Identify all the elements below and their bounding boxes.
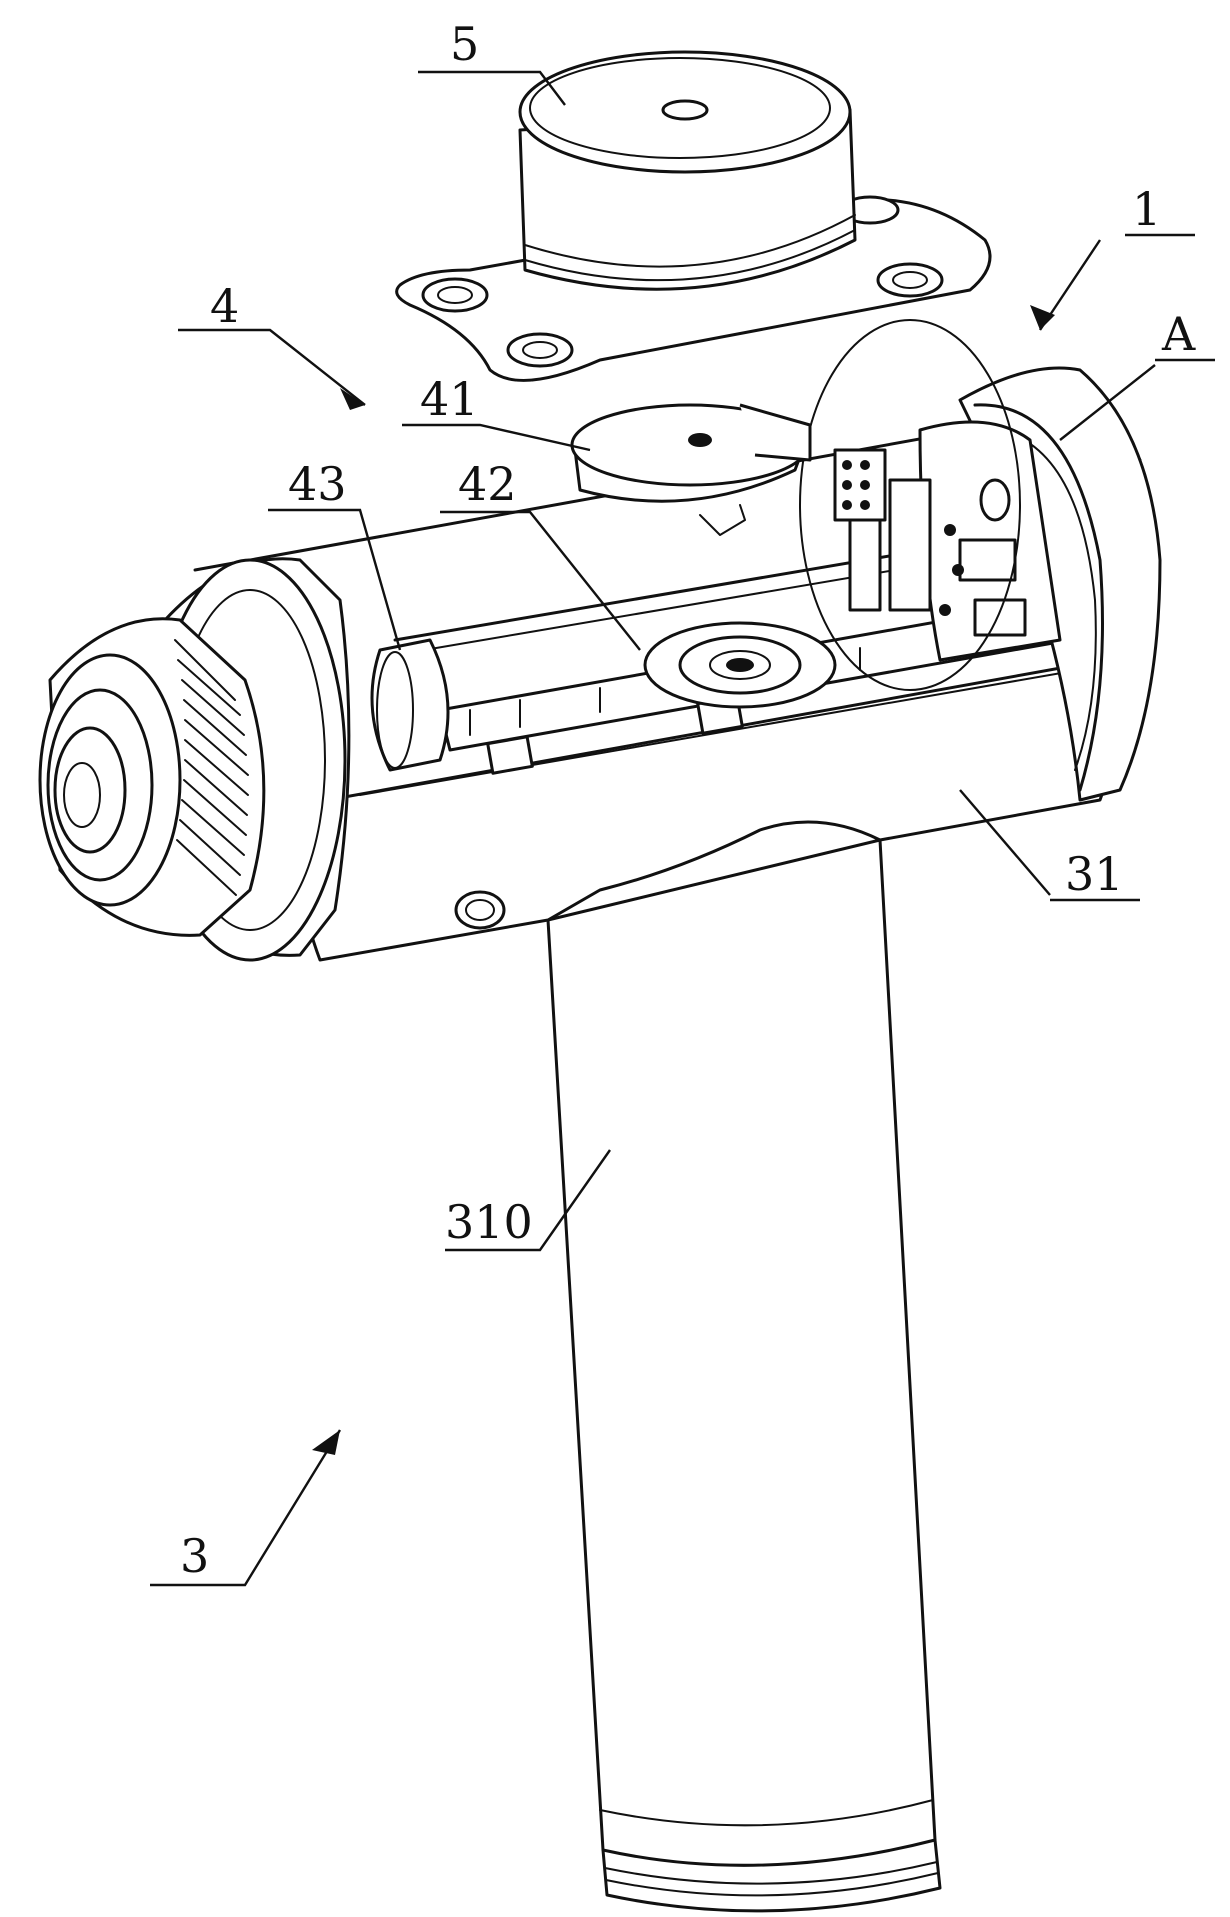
rear-circuit-board bbox=[835, 422, 1060, 660]
label-42: 42 bbox=[458, 457, 517, 511]
label-1: 1 bbox=[1132, 182, 1161, 236]
top-cylinder-cap bbox=[520, 52, 855, 289]
eccentric-drive bbox=[645, 623, 835, 707]
label-3: 3 bbox=[180, 1529, 209, 1583]
label-43: 43 bbox=[288, 457, 347, 511]
handle-grip bbox=[548, 840, 940, 1911]
label-5: 5 bbox=[450, 17, 479, 71]
label-a: A bbox=[1161, 307, 1196, 361]
ribbed-knob bbox=[40, 619, 264, 936]
eccentric-wheel bbox=[572, 405, 810, 535]
label-41: 41 bbox=[420, 372, 479, 426]
label-4: 4 bbox=[210, 279, 239, 333]
label-310: 310 bbox=[445, 1195, 533, 1249]
label-31: 31 bbox=[1065, 847, 1124, 901]
